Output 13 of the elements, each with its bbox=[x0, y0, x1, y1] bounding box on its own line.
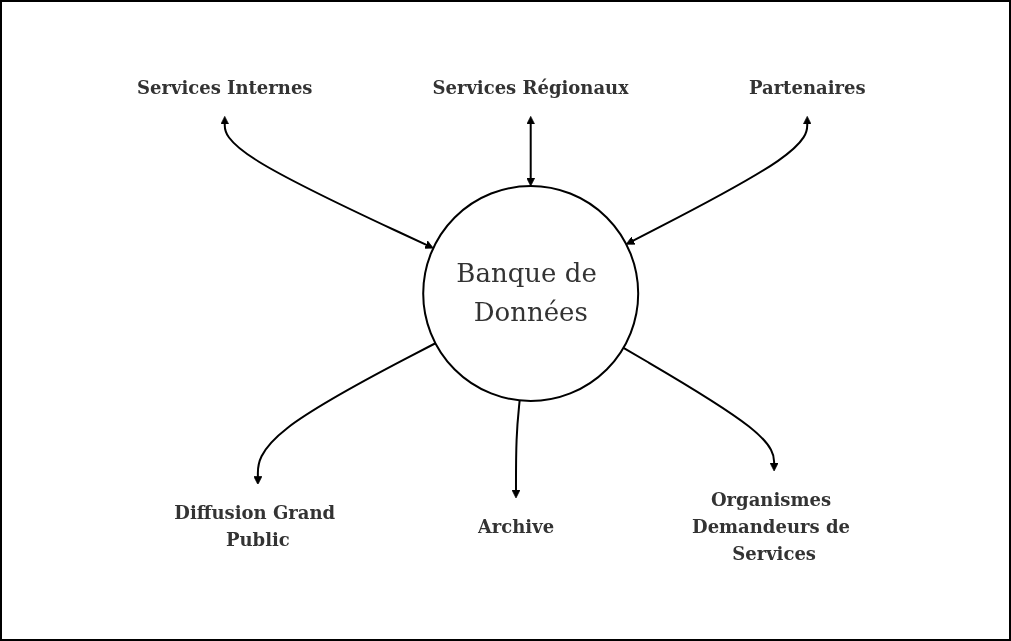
node-text: Diffusion Grand Public bbox=[174, 502, 336, 551]
arrow bbox=[625, 116, 812, 245]
node-text: Organismes Demandeurs de Services bbox=[691, 488, 850, 564]
node-text: Services Internes bbox=[136, 77, 313, 98]
arrow bbox=[220, 116, 434, 249]
node-text: Archive bbox=[477, 515, 555, 537]
arrow bbox=[622, 346, 779, 472]
node-text: Services Régionaux bbox=[432, 77, 629, 98]
node-text: Partenaires bbox=[748, 77, 866, 98]
node-circle: Banque de Données bbox=[422, 185, 640, 402]
arrow bbox=[253, 342, 437, 485]
arrow bbox=[526, 116, 536, 187]
arrow bbox=[511, 399, 521, 499]
